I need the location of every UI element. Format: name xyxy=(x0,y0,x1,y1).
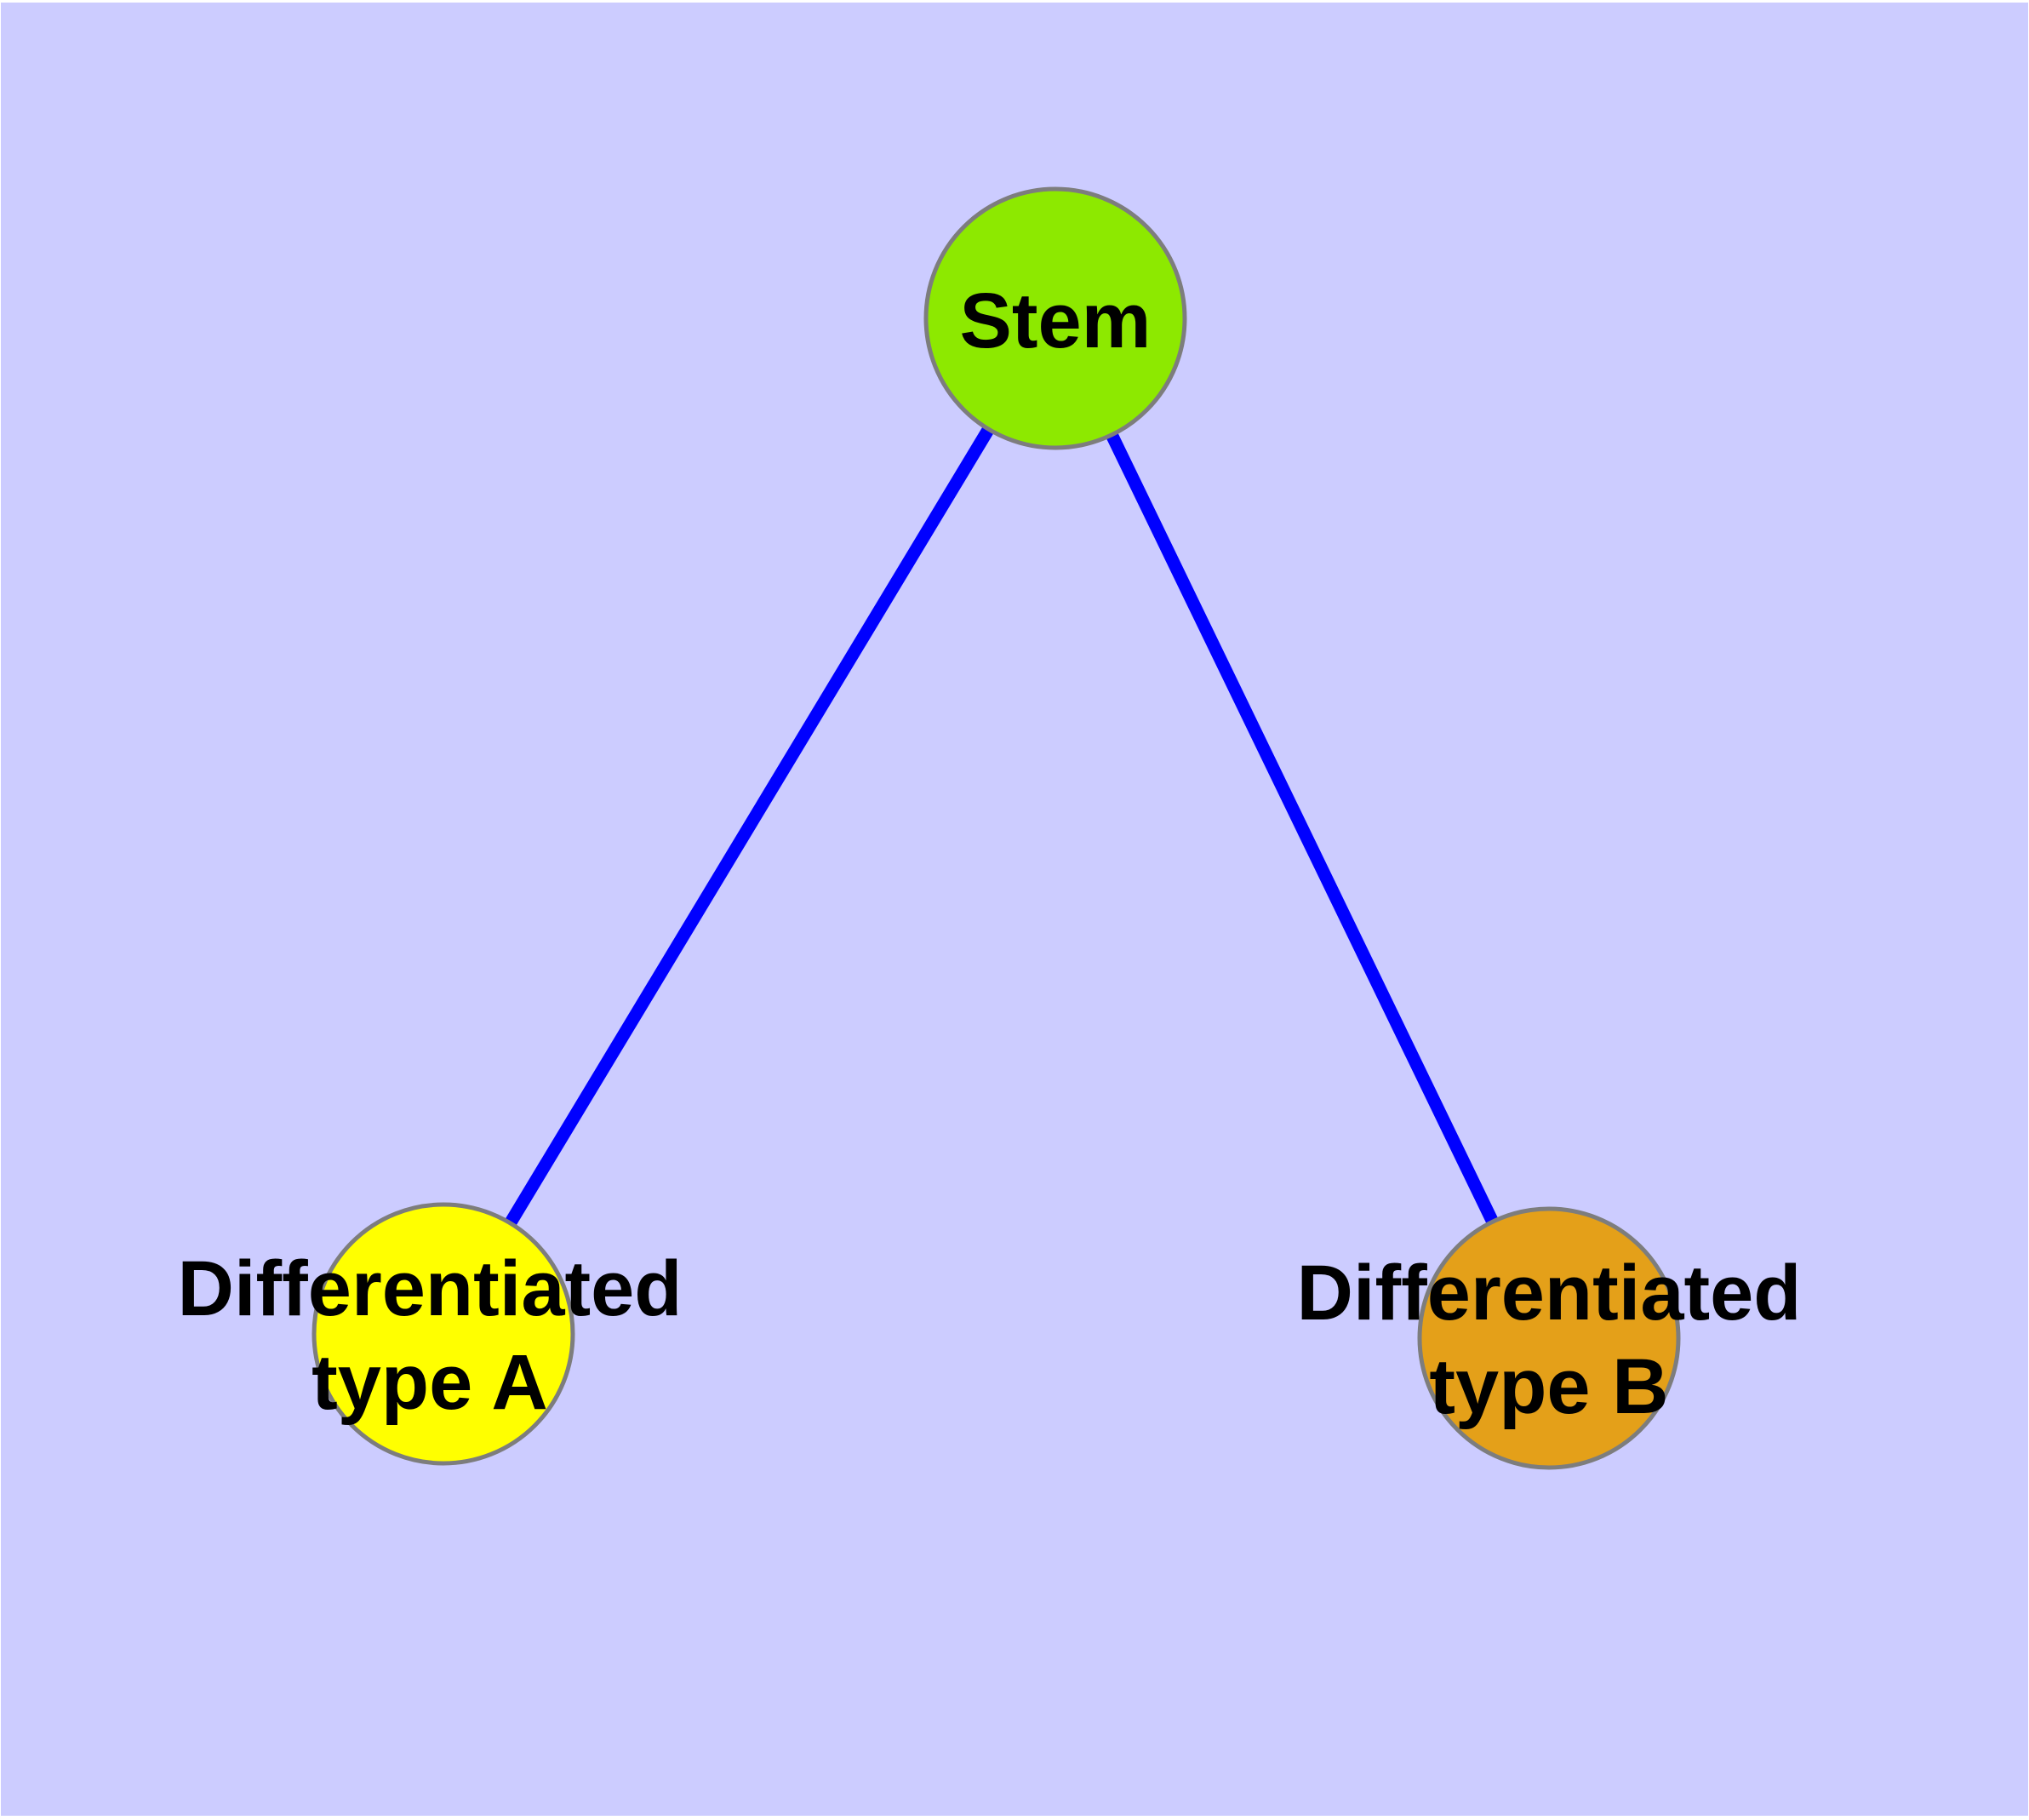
edge-stem-to-type-a[interactable] xyxy=(437,315,1061,1337)
node-type-b-label-line1: Differentiated xyxy=(1297,1250,1802,1336)
edge-stem-to-type-b[interactable] xyxy=(1049,315,1555,1342)
node-differentiated-type-b[interactable] xyxy=(1417,1206,1681,1470)
node-type-a-label-line1: Differentiated xyxy=(178,1245,683,1332)
node-type-a-label-line2: type A xyxy=(311,1339,548,1426)
node-stem-label: Stem xyxy=(960,278,1152,364)
node-differentiated-type-a[interactable] xyxy=(311,1202,575,1466)
node-type-b-label-line2: type B xyxy=(1429,1343,1668,1430)
node-stem[interactable] xyxy=(923,186,1187,450)
